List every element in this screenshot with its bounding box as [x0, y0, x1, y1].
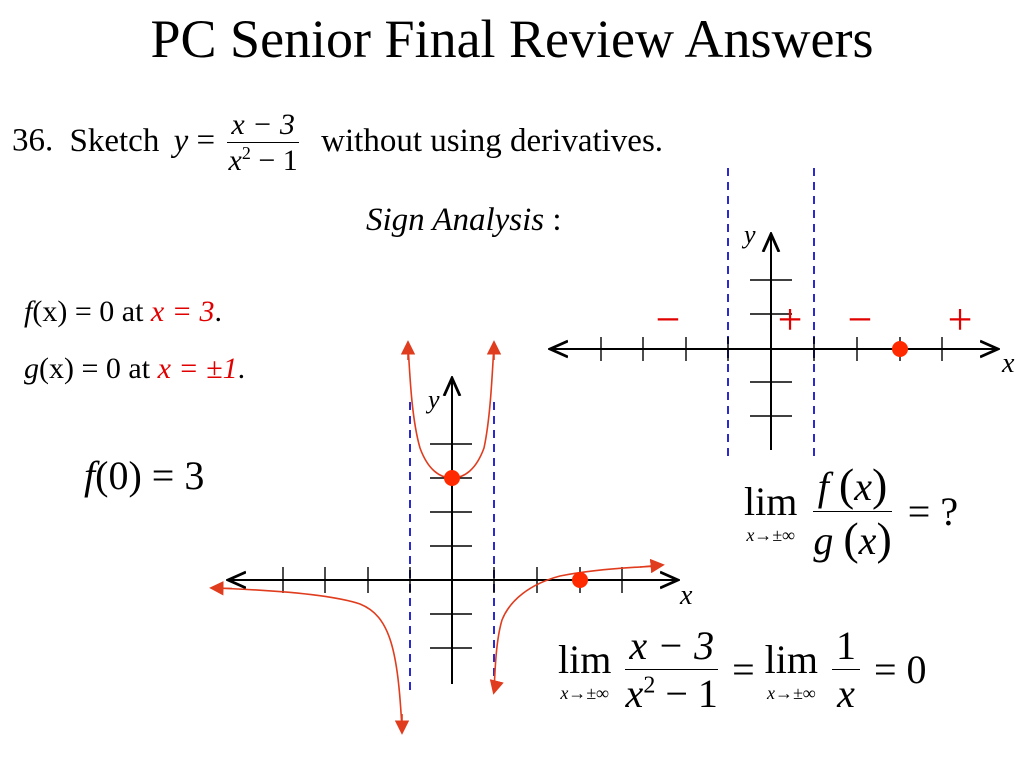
limit1-f: f — [817, 464, 829, 509]
sign-y-ticks — [750, 279, 792, 417]
limit1-num-arg: x — [854, 464, 872, 509]
problem-denominator: x2 − 1 — [227, 143, 299, 178]
problem-fraction: x − 3 x2 − 1 — [227, 108, 299, 178]
limit2-equals: = — [732, 647, 765, 692]
limit1-rparen-top: ) — [872, 459, 888, 510]
sign-analysis-colon: : — [544, 202, 562, 238]
f-eq: = 0 — [67, 295, 122, 328]
right-branch-arrow — [489, 679, 504, 695]
sign-interval-1: − — [656, 295, 681, 344]
graph-y-label: y — [425, 385, 440, 414]
limit2b-numerator: 1 — [832, 622, 860, 670]
den-base: x — [228, 144, 242, 177]
x-intercept-point — [572, 572, 588, 588]
page-title: PC Senior Final Review Answers — [150, 9, 874, 69]
den-exponent: 2 — [241, 143, 251, 163]
sign-y-label: y — [741, 220, 756, 249]
problem-number: 36. — [12, 122, 54, 159]
limit1-fraction: f (x) g (x) — [813, 458, 892, 565]
g-period: . — [237, 352, 246, 385]
problem-numerator: x − 3 — [227, 108, 299, 143]
limit1-subscript: x→±∞ — [746, 524, 796, 545]
intercept-f: f — [84, 453, 96, 498]
limit2-den-rest: − 1 — [655, 671, 718, 716]
limit1-denominator: g (x) — [813, 512, 891, 565]
limit2b-subscript: x→±∞ — [766, 682, 816, 703]
limit1-lparen-top: ( — [838, 459, 855, 510]
limit2-lim-word: lim — [558, 636, 612, 682]
sign-zero-point — [892, 341, 908, 357]
f-arg: (x) — [32, 295, 68, 328]
limit-evaluation: lim x→±∞ x − 3 x2 − 1 = lim x→±∞ 1 x = 0 — [558, 622, 927, 717]
limit2-fraction: x − 3 x2 − 1 — [625, 622, 719, 717]
problem-suffix: without using derivatives. — [321, 122, 664, 159]
limit1-rhs: = ? — [907, 489, 959, 534]
left-branch — [213, 587, 403, 731]
sketch-word: Sketch — [69, 122, 160, 159]
g-arg: (x) — [39, 352, 74, 385]
graph-x-ticks — [282, 567, 623, 593]
sign-interval-4: + — [948, 295, 973, 344]
limit-question: lim x→±∞ f (x) g (x) = ? — [744, 458, 958, 565]
g-zero-value: x = ±1 — [157, 352, 238, 385]
equals-sign: = — [196, 122, 216, 159]
limit1-lim-word: lim — [744, 478, 798, 524]
sign-interval-2: + — [778, 295, 803, 344]
sign-chart: y x − + − + — [552, 168, 1015, 458]
sign-analysis-label: Sign Analysis : — [366, 202, 562, 239]
f-period: . — [214, 295, 222, 328]
intercept-eq: = 3 — [141, 453, 205, 498]
limit1-lim: lim x→±∞ — [744, 478, 797, 546]
graph-y-ticks — [430, 443, 472, 649]
g-at: at — [128, 352, 158, 385]
right-branch — [493, 565, 661, 693]
limit1-g: g — [813, 518, 834, 563]
sign-analysis-text: Sign Analysis — [366, 202, 545, 238]
limit2b-lim: lim x→±∞ — [765, 636, 818, 704]
y-variable: y — [173, 122, 189, 159]
function-graph: y x — [209, 340, 693, 735]
limit2-subscript: x→±∞ — [560, 682, 610, 703]
limit2-numerator: x − 3 — [625, 622, 719, 670]
limit2-rhs: = 0 — [874, 647, 927, 692]
den-rest: − 1 — [250, 144, 298, 177]
limit2b-denominator: x — [837, 671, 855, 716]
limit2-denominator: x2 − 1 — [625, 670, 718, 717]
limit1-rparen-bottom: ) — [876, 513, 892, 564]
g-name: g — [24, 352, 39, 385]
intercept-arg: (0) — [95, 453, 142, 498]
limit1-numerator: f (x) — [813, 458, 892, 512]
limit2b-fraction: 1 x — [832, 622, 860, 717]
sign-x-label: x — [1001, 348, 1015, 379]
g-zero-line: g(x) = 0 at x = ±1. — [24, 352, 245, 386]
problem-statement: 36. Sketch y = x − 3 x2 − 1 without usin… — [12, 108, 663, 178]
left-branch-end-arrow — [209, 581, 233, 596]
y-intercept: f(0) = 3 — [84, 452, 204, 499]
f-name: f — [24, 295, 33, 328]
limit2-den-exp: 2 — [643, 672, 656, 699]
f-zero-value: x = 3 — [150, 295, 215, 328]
limit2-den-base: x — [625, 671, 644, 716]
graph-x-label: x — [679, 580, 693, 611]
limit1-lparen-bottom: ( — [843, 513, 859, 564]
limit1-den-arg: x — [858, 518, 877, 563]
limit2-lim: lim x→±∞ — [558, 636, 611, 704]
f-at: at — [121, 295, 151, 328]
limit2b-lim-word: lim — [764, 636, 818, 682]
f-zero-line: f(x) = 0 at x = 3. — [24, 295, 222, 329]
sign-interval-3: − — [848, 295, 873, 344]
right-branch-end-arrow — [639, 558, 665, 574]
g-eq: = 0 — [73, 352, 129, 385]
y-intercept-point — [444, 470, 460, 486]
